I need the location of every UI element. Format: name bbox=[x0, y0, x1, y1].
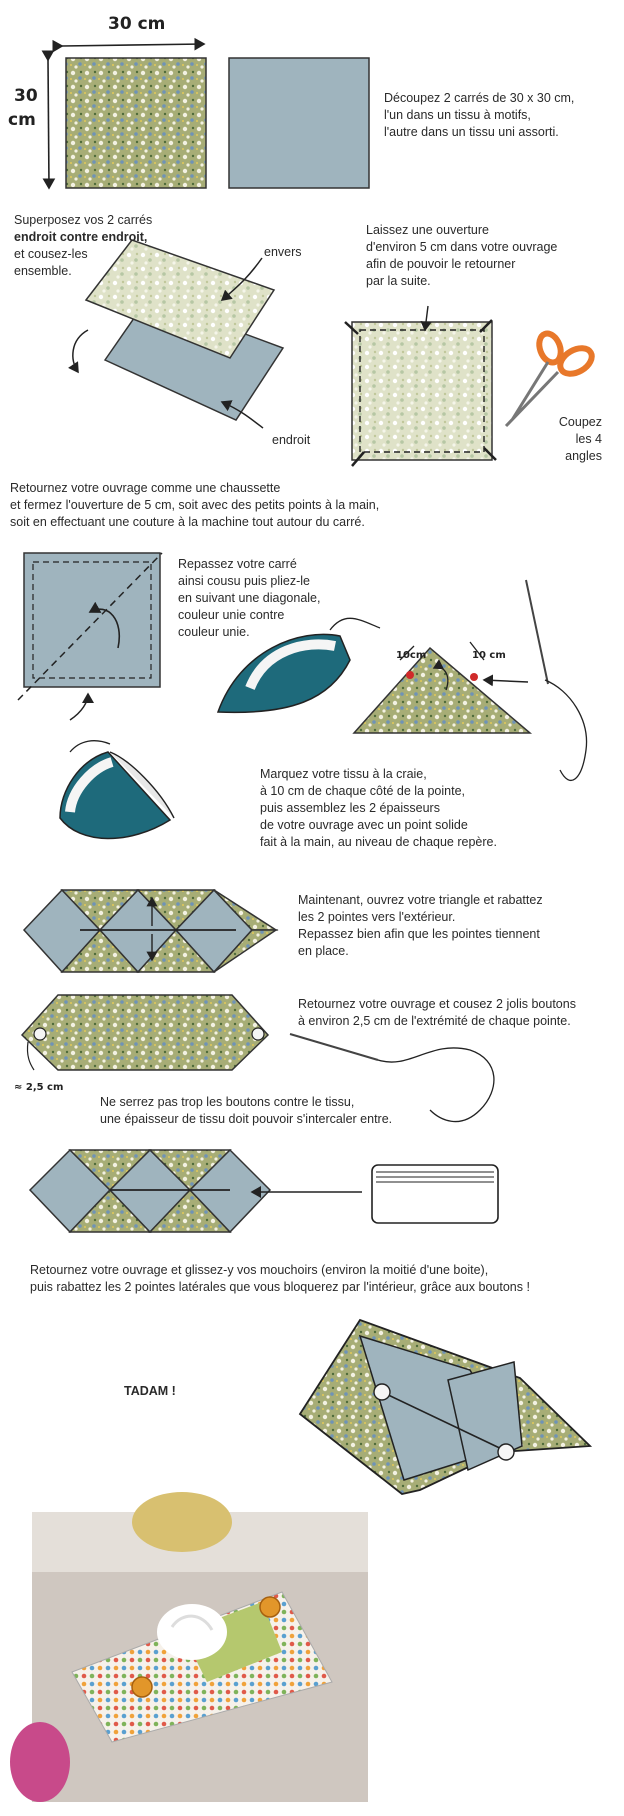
scissors-icon bbox=[504, 330, 595, 428]
step5-text: Repassez votre carré ainsi cousu puis pl… bbox=[178, 557, 321, 639]
step2-text-bold: endroit contre endroit, bbox=[14, 230, 148, 244]
label-endroit: endroit bbox=[272, 433, 311, 447]
step2-text-line3: et cousez-les ensemble. bbox=[14, 247, 88, 278]
plain-square bbox=[228, 57, 370, 189]
pouch-button-left bbox=[373, 1383, 391, 1401]
label-button-distance: ≈ 2,5 cm bbox=[14, 1082, 64, 1093]
step5-fold bbox=[17, 552, 163, 721]
patterned-square bbox=[65, 57, 207, 189]
step3-sewn bbox=[344, 305, 497, 467]
step6-text: Marquez votre tissu à la craie, à 10 cm … bbox=[260, 767, 497, 849]
label-10cm-right: 10 cm bbox=[472, 650, 506, 661]
tadam-text: TADAM ! bbox=[124, 1384, 176, 1398]
pouch-button-right bbox=[497, 1443, 515, 1461]
step6-triangle bbox=[352, 641, 533, 734]
iron-icon-2 bbox=[59, 740, 175, 840]
step9-shape bbox=[28, 1148, 362, 1234]
step4-text: Retournez votre ouvrage comme une chauss… bbox=[10, 481, 380, 529]
step8-buttons bbox=[20, 994, 270, 1071]
step3-text: Laissez une ouverture d'environ 5 cm dan… bbox=[366, 223, 558, 288]
step9-text: Ne serrez pas trop les boutons contre le… bbox=[100, 1095, 393, 1126]
step8-text: Retournez votre ouvrage et cousez 2 joli… bbox=[298, 997, 576, 1028]
step10-text: Retournez votre ouvrage et glissez-y vos… bbox=[30, 1263, 530, 1294]
step1-text: Découpez 2 carrés de 30 x 30 cm, l'un da… bbox=[384, 91, 575, 139]
label-cm-height: cm bbox=[8, 110, 36, 130]
width-arrow bbox=[52, 37, 206, 53]
label-10cm-left: 10cm bbox=[396, 650, 427, 661]
step10-pouch bbox=[298, 1318, 593, 1495]
step1-squares bbox=[41, 37, 370, 190]
iron-icon-1 bbox=[216, 617, 381, 714]
button-right bbox=[251, 1027, 265, 1041]
tissue-box-icon bbox=[371, 1164, 499, 1224]
step2-stack bbox=[68, 239, 285, 429]
step2-text-line1: Superposez vos 2 carrés bbox=[14, 213, 153, 227]
step7-text: Maintenant, ouvrez votre triangle et rab… bbox=[298, 893, 543, 958]
label-30-height: 30 bbox=[14, 86, 38, 106]
step7-opened bbox=[22, 888, 279, 974]
coupez-text: Coupez les 4 angles bbox=[558, 415, 602, 463]
mark-left bbox=[406, 671, 414, 679]
needle-icon-2 bbox=[289, 1033, 495, 1123]
final-photo bbox=[10, 1492, 368, 1802]
label-envers: envers bbox=[264, 245, 302, 259]
label-30cm-width: 30 cm bbox=[108, 14, 166, 34]
height-arrow bbox=[41, 50, 56, 190]
button-left bbox=[33, 1027, 47, 1041]
needle-icon-1 bbox=[525, 579, 588, 782]
mark-right bbox=[470, 673, 478, 681]
